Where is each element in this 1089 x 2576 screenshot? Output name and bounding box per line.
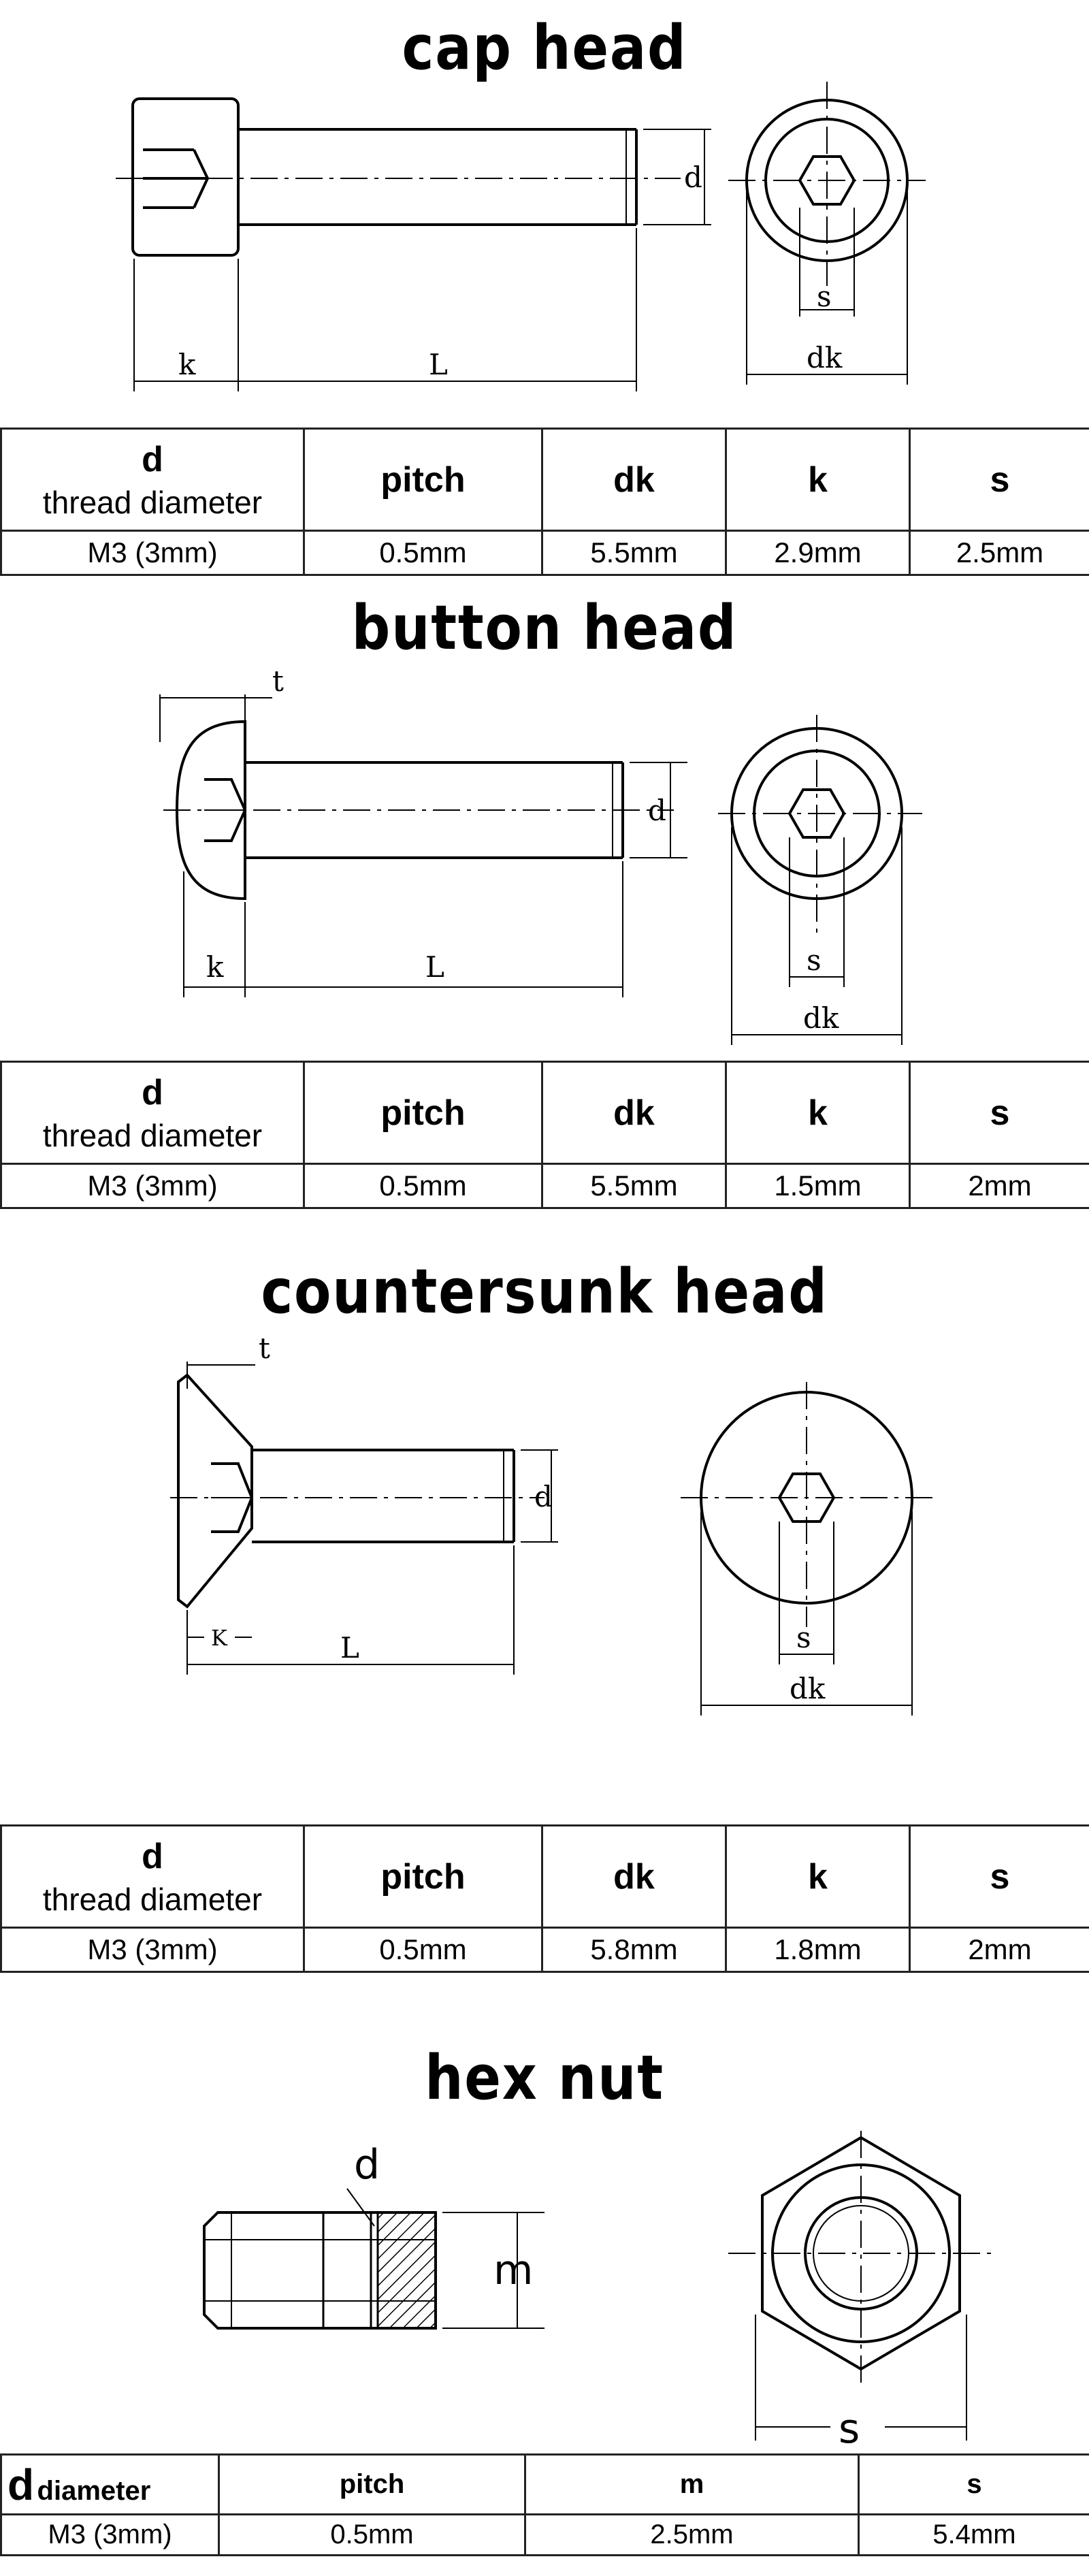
- hex-nut-spec-table: d diameter pitch m s M3 (3mm) 0.5mm 2.5m…: [0, 2453, 1089, 2556]
- s-label: s: [796, 1621, 811, 1654]
- header-k: k: [725, 428, 911, 532]
- t-label: t: [272, 667, 284, 698]
- cell-d: M3 (3mm): [0, 530, 305, 576]
- header-s: s: [909, 428, 1089, 532]
- table-row: M3 (3mm) 0.5mm 5.5mm 2.9mm 2.5mm: [0, 530, 1089, 576]
- table-row: M3 (3mm) 0.5mm 5.5mm 1.5mm 2mm: [0, 1163, 1089, 1209]
- hex-nut-title: hex nut: [425, 2042, 664, 2114]
- cell-d: M3 (3mm): [0, 1163, 305, 1209]
- cap-head-drawing: d k L s dk: [116, 82, 926, 391]
- cell-dk: 5.5mm: [541, 530, 727, 576]
- cell-s: 2.5mm: [909, 530, 1089, 576]
- cell-dk: 5.8mm: [541, 1927, 727, 1973]
- header-s: s: [909, 1061, 1089, 1165]
- header-k: k: [725, 1824, 911, 1929]
- header-dk: dk: [541, 428, 727, 532]
- button-head-drawing: t d k L s dk: [159, 667, 922, 1045]
- cell-k: 1.8mm: [725, 1927, 911, 1973]
- cell-d: M3 (3mm): [0, 2513, 220, 2556]
- d-label: d: [534, 1480, 553, 1513]
- cell-s: 2mm: [909, 1163, 1089, 1209]
- d-label: d: [648, 794, 666, 827]
- s-label: s: [839, 2405, 860, 2451]
- button-head-title: button head: [351, 592, 738, 664]
- header-s: s: [858, 2453, 1089, 2515]
- cell-k: 1.5mm: [725, 1163, 911, 1209]
- header-pitch: pitch: [303, 428, 543, 532]
- dk-label: dk: [803, 1001, 839, 1035]
- d-label: d: [354, 2141, 380, 2189]
- cell-d: M3 (3mm): [0, 1927, 305, 1973]
- table-row: M3 (3mm) 0.5mm 2.5mm 5.4mm: [0, 2513, 1089, 2556]
- header-pitch: pitch: [218, 2453, 526, 2515]
- s-label: s: [807, 944, 822, 977]
- cell-s: 5.4mm: [858, 2513, 1089, 2556]
- k-label: k: [178, 348, 196, 381]
- table-row: M3 (3mm) 0.5mm 5.8mm 1.8mm 2mm: [0, 1927, 1089, 1973]
- header-s: s: [909, 1824, 1089, 1929]
- header-dk: dk: [541, 1061, 727, 1165]
- cell-k: 2.9mm: [725, 530, 911, 576]
- cell-s: 2mm: [909, 1927, 1089, 1973]
- k-label: K: [211, 1625, 228, 1651]
- header-pitch: pitch: [303, 1061, 543, 1165]
- cell-pitch: 0.5mm: [303, 1163, 543, 1209]
- cell-pitch: 0.5mm: [303, 1927, 543, 1973]
- l-label: L: [340, 1631, 359, 1664]
- cell-pitch: 0.5mm: [303, 530, 543, 576]
- s-label: s: [817, 280, 832, 313]
- header-k: k: [725, 1061, 911, 1165]
- header-pitch: pitch: [303, 1824, 543, 1929]
- dk-label: dk: [807, 341, 843, 374]
- countersunk-head-drawing: t d K L s dk: [170, 1334, 932, 1716]
- l-label: L: [429, 348, 448, 381]
- m-label: m: [493, 2247, 533, 2294]
- header-diameter: d diameter: [0, 2453, 220, 2515]
- t-label: t: [259, 1334, 270, 1365]
- cap-head-title: cap head: [402, 12, 687, 84]
- hex-nut-drawing: d m s: [203, 2131, 994, 2451]
- header-dk: dk: [541, 1824, 727, 1929]
- d-label: d: [684, 161, 702, 194]
- cell-m: 2.5mm: [524, 2513, 860, 2556]
- dk-label: dk: [790, 1672, 826, 1705]
- k-label: k: [206, 950, 224, 984]
- cell-dk: 5.5mm: [541, 1163, 727, 1209]
- header-m: m: [524, 2453, 860, 2515]
- l-label: L: [425, 950, 444, 984]
- cell-pitch: 0.5mm: [218, 2513, 526, 2556]
- countersunk-head-title: countersunk head: [261, 1256, 828, 1327]
